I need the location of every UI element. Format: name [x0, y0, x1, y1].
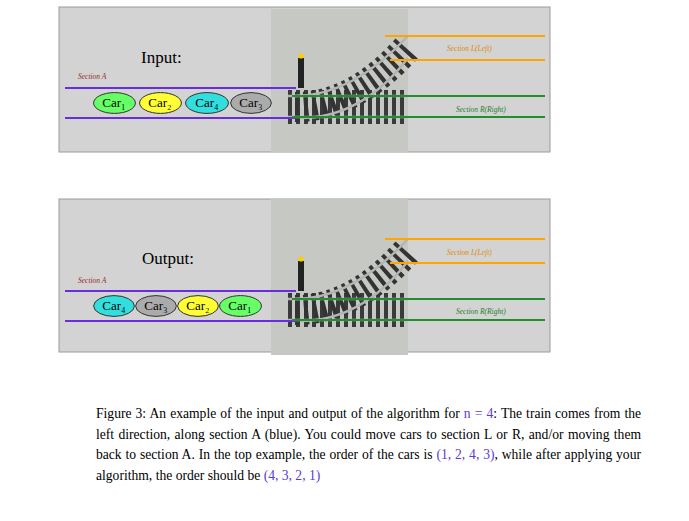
train-car: Car₂: [139, 92, 182, 114]
section-label: Section L(Left): [447, 249, 492, 257]
photo-ground: [271, 199, 408, 355]
car-body: [219, 296, 261, 317]
figure-caption: Figure 3: An example of the input and ou…: [96, 404, 641, 486]
car-label: Car₁: [219, 295, 262, 317]
train-car: Car₄: [185, 92, 229, 114]
car-body: [186, 93, 229, 114]
car-body: [93, 93, 135, 114]
car-label: Car₁: [93, 92, 136, 114]
train-car: Car₂: [177, 295, 219, 317]
section-label: Section L(Left): [447, 45, 492, 53]
car-body: [136, 296, 177, 317]
panel-title: Input:: [141, 49, 182, 66]
train-car: Car₁: [219, 295, 262, 317]
panel-title: Output:: [142, 250, 194, 267]
train-car: Car₃: [135, 295, 177, 317]
car-body: [231, 93, 272, 114]
car-label: Car₃: [135, 295, 177, 317]
car-label: Car₃: [230, 92, 272, 114]
panel: [59, 7, 550, 152]
output-scene: [65, 239, 545, 321]
section-label: Section A: [78, 73, 106, 81]
car-label: Car₂: [177, 295, 219, 317]
car-label: Car₄: [185, 92, 229, 114]
section-label: Section A: [78, 277, 106, 285]
car-body: [178, 296, 219, 317]
section-label: Section R(Right): [456, 308, 506, 316]
train-car: Car₁: [93, 92, 136, 114]
car-body: [139, 93, 181, 114]
car-label: Car₂: [139, 92, 182, 114]
section-label: Section R(Right): [456, 106, 506, 114]
train-car: Car₄: [93, 295, 135, 317]
input-scene: [65, 36, 545, 118]
car-body: [94, 296, 135, 317]
train-car: Car₃: [230, 92, 272, 114]
car-label: Car₄: [93, 295, 135, 317]
